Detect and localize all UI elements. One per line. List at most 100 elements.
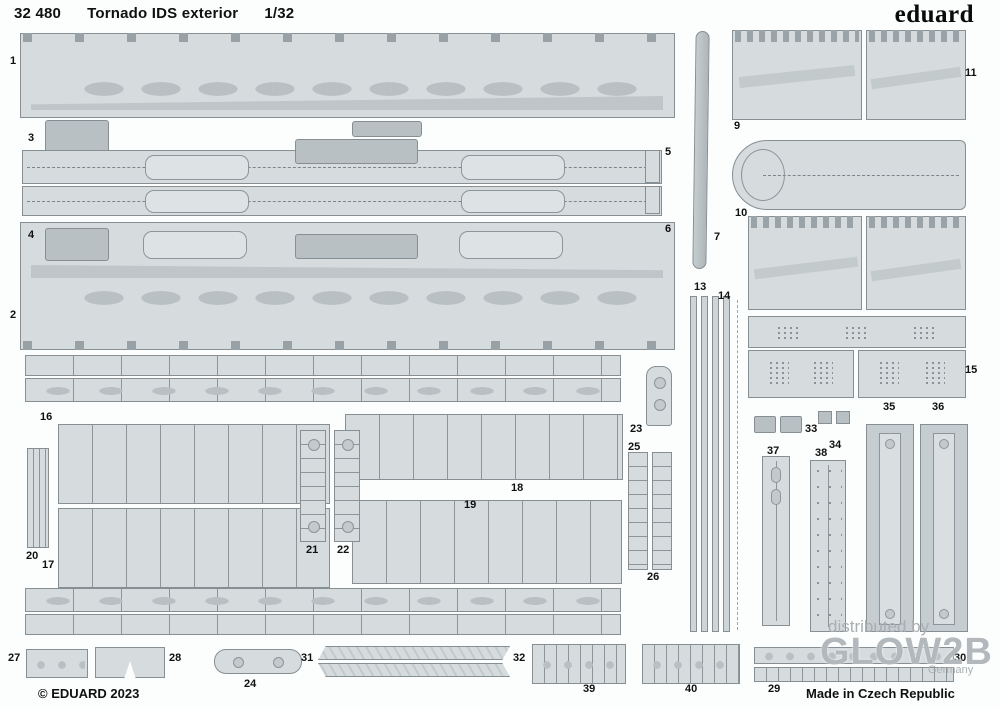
circular-hole: [308, 521, 320, 533]
part-label-10: 10: [735, 207, 748, 219]
part-27-plate: [26, 649, 88, 678]
diagonal-stiffener: [753, 256, 859, 280]
made-in-text: Made in Czech Republic: [806, 686, 955, 701]
circular-hole: [342, 439, 354, 451]
header: 32 480 Tornado IDS exterior 1/32: [14, 5, 294, 22]
part-label-9: 9: [734, 120, 741, 132]
walkway-strip: [748, 316, 966, 348]
part-14-rail: [712, 296, 719, 632]
circular-hole: [939, 609, 949, 619]
part-29-strip: [754, 647, 954, 664]
comb-teeth: [751, 216, 859, 228]
part-label-37: 37: [767, 445, 780, 457]
circular-hole: [654, 377, 666, 389]
circular-hole: [885, 439, 895, 449]
part-3-plate: [45, 120, 109, 153]
part-label-16: 16: [40, 411, 53, 423]
part-15-walkway-panel: [858, 350, 966, 398]
dotted-marking: [913, 326, 937, 340]
fold-line: [763, 175, 959, 176]
part-14-rail: [723, 296, 730, 632]
circular-hole: [233, 657, 244, 668]
part-33-fitting: [754, 416, 776, 433]
part-15-comb-panel: [866, 216, 966, 310]
part-13-rail: [690, 296, 697, 632]
part-label-2: 2: [10, 309, 17, 321]
part-label-14: 14: [718, 290, 731, 302]
dotted-marking: [777, 326, 801, 340]
part-label-35: 35: [883, 401, 896, 413]
part-label-6: 6: [665, 223, 672, 235]
center-channel: [933, 433, 955, 625]
oval-slot-row: [32, 594, 616, 608]
part-label-5: 5: [665, 146, 672, 158]
part-label-26: 26: [647, 571, 660, 583]
part-18-skin: [345, 414, 623, 480]
part-34-fitting: [836, 411, 850, 424]
circular-hole: [654, 399, 666, 411]
part-16-strip: [25, 355, 621, 376]
part-label-23: 23: [630, 423, 643, 435]
part-label-1: 1: [10, 55, 17, 67]
part-21-ladder: [300, 430, 326, 542]
part-label-36: 36: [932, 401, 945, 413]
part-23-bracket: [646, 366, 672, 426]
tapered-strip: [31, 265, 663, 278]
part-30-strip: [754, 667, 954, 682]
dotted-marking: [769, 361, 789, 387]
recessed-panel: [295, 234, 418, 259]
comb-teeth: [735, 30, 859, 42]
part-label-21: 21: [306, 544, 319, 556]
dotted-marking: [813, 361, 833, 387]
part-34-fitting: [818, 411, 832, 424]
part-28-bracket: [95, 647, 165, 678]
part-label-18: 18: [511, 482, 524, 494]
part-label-33: 33: [805, 423, 818, 435]
fold-line: [27, 201, 657, 202]
circular-hole: [342, 521, 354, 533]
circular-hole: [273, 657, 284, 668]
circular-hole: [308, 439, 320, 451]
part-31-strip: [318, 663, 510, 677]
part-label-32: 32: [513, 652, 526, 664]
part-label-22: 22: [337, 544, 350, 556]
part-label-27: 27: [8, 652, 21, 664]
dotted-guide-line: [737, 300, 738, 630]
part-17-skin-lower: [58, 508, 330, 588]
copyright-text: © EDUARD 2023: [38, 686, 140, 701]
part-36-strip: [920, 424, 968, 632]
part-label-19: 19: [464, 499, 477, 511]
oval-hole: [771, 467, 781, 483]
part-label-15: 15: [965, 364, 978, 376]
rounded-cutout: [143, 231, 247, 259]
part-label-13: 13: [694, 281, 707, 293]
part-19-skin: [352, 500, 622, 584]
part-5-strip: [22, 150, 662, 184]
product-title: Tornado IDS exterior: [87, 5, 239, 22]
part-1-panel: [20, 33, 675, 118]
hole-row: [31, 658, 85, 672]
lower-ribbed-strip: [25, 588, 621, 612]
part-label-39: 39: [583, 683, 596, 695]
part-label-25: 25: [628, 441, 641, 453]
oval-hole: [771, 489, 781, 505]
hole-row: [647, 659, 737, 671]
rivet-dots: [816, 469, 842, 625]
part-label-34: 34: [829, 439, 842, 451]
part-7-blade: [692, 30, 710, 270]
part-4-plate: [45, 228, 109, 261]
part-35-strip: [866, 424, 914, 632]
part-6-strip: [22, 186, 662, 216]
rounded-cutout: [145, 155, 249, 180]
part-37-strip: [762, 456, 790, 626]
oval-slot-row: [32, 384, 616, 398]
part-16-strip: [25, 378, 621, 402]
part-11-comb-panel: [866, 30, 966, 120]
catalog-number: 32 480: [14, 5, 62, 22]
hole-row: [537, 659, 623, 671]
eduard-logo: eduard: [894, 1, 974, 28]
part-25-ladder: [628, 452, 648, 570]
part-15-comb-panel: [748, 216, 862, 310]
lower-ribbed-strip: [25, 614, 621, 635]
part-40-ladder: [642, 644, 740, 684]
